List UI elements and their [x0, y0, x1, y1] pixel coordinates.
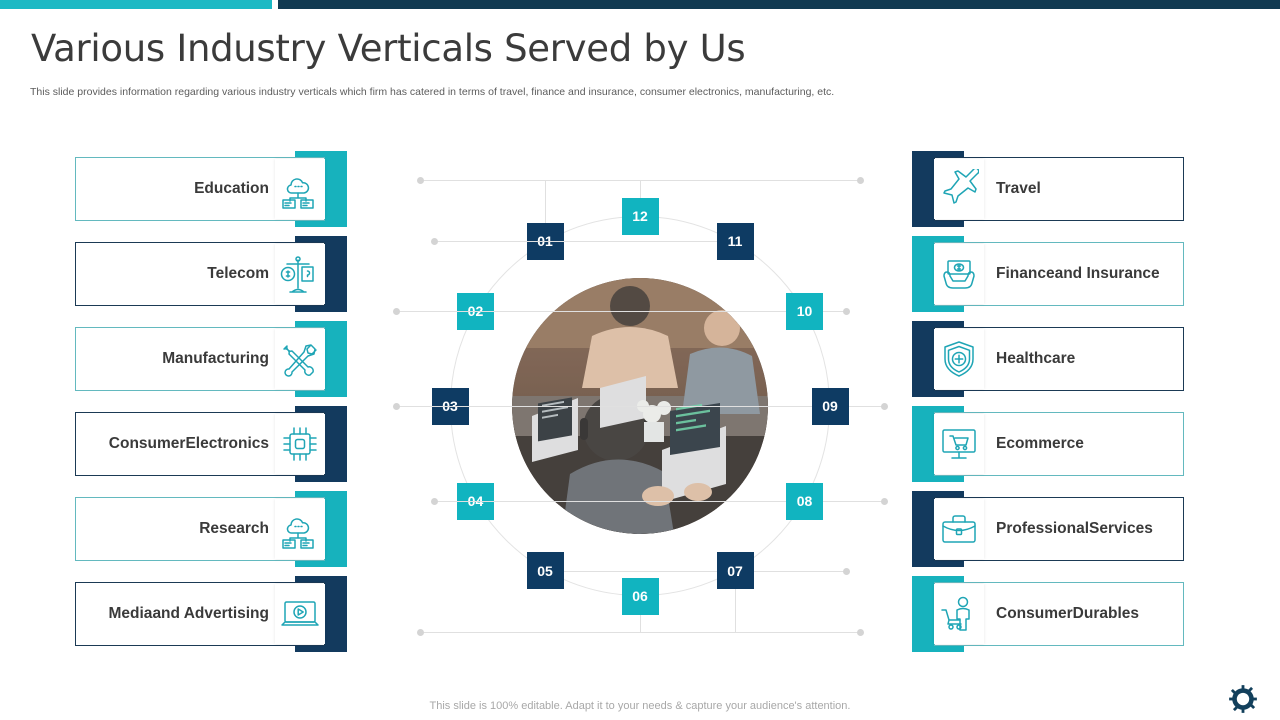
card-label: Education	[194, 180, 269, 198]
airplane-icon	[934, 159, 984, 219]
cloud-server-icon	[275, 159, 325, 219]
page-title: Various Industry Verticals Served by Us	[31, 27, 746, 70]
briefcase-icon	[934, 499, 984, 559]
shield-plus-icon	[934, 329, 984, 389]
card-label: Manufacturing	[162, 350, 269, 368]
connector-endpoint-dot	[842, 567, 850, 575]
industry-card-healthcare[interactable]: Healthcare	[912, 321, 1184, 397]
connector-endpoint-dot	[416, 177, 424, 184]
shopper-cart-icon	[934, 584, 984, 644]
wheel-badge-12[interactable]: 12	[621, 197, 659, 235]
card-label: Research	[199, 520, 269, 538]
industry-card-research[interactable]: Research	[75, 491, 347, 567]
industry-card-telecom[interactable]: Telecom	[75, 236, 347, 312]
connector-line	[545, 180, 546, 223]
gear-icon[interactable]	[1228, 684, 1258, 719]
connector-line	[434, 241, 717, 243]
connector-line	[640, 180, 641, 198]
industry-card-education[interactable]: Education	[75, 151, 347, 227]
connector-line	[396, 311, 787, 312]
connector-endpoint-dot	[880, 498, 888, 505]
card-label: Ecommerce	[996, 435, 1084, 453]
crossed-tools-icon	[275, 329, 325, 389]
connector-endpoint-dot	[880, 403, 888, 410]
monitor-cart-icon	[934, 414, 984, 474]
topbar-navy-segment	[278, 0, 1280, 9]
connector-line	[640, 632, 860, 633]
connector-line	[420, 632, 735, 633]
connector-endpoint-dot	[856, 629, 864, 636]
money-hands-icon	[934, 244, 984, 304]
connector-line	[420, 180, 640, 181]
wheel-badge-10[interactable]: 10	[786, 292, 824, 330]
microchip-icon	[275, 414, 325, 474]
connector-line	[735, 589, 736, 632]
card-label: Telecom	[207, 265, 269, 283]
connector-line	[640, 614, 641, 632]
connector-endpoint-dot	[842, 308, 850, 315]
cloud-server-icon	[275, 499, 325, 559]
wheel-badge-09[interactable]: 09	[811, 387, 849, 425]
connector-endpoint-dot	[430, 498, 438, 505]
connector-line	[563, 570, 846, 572]
connector-line	[434, 501, 787, 502]
center-photo	[512, 278, 768, 534]
connector-endpoint-dot	[856, 177, 864, 184]
connector-line	[396, 406, 812, 407]
scales-balance-icon	[275, 244, 325, 304]
wheel-badge-11[interactable]: 11	[716, 222, 754, 260]
wheel-badge-07[interactable]: 07	[716, 552, 754, 590]
connector-line	[545, 180, 860, 181]
connector-endpoint-dot	[430, 238, 438, 246]
card-label: Travel	[996, 180, 1041, 198]
wheel-badge-05[interactable]: 05	[526, 552, 564, 590]
industry-card-manufacturing[interactable]: Manufacturing	[75, 321, 347, 397]
video-laptop-icon	[275, 584, 325, 644]
industry-card-ecommerce[interactable]: Ecommerce	[912, 406, 1184, 482]
footer-note: This slide is 100% editable. Adapt it to…	[429, 700, 851, 712]
industry-card-travel[interactable]: Travel	[912, 151, 1184, 227]
team-working-on-laptops-photo	[512, 278, 768, 534]
wheel-badge-06[interactable]: 06	[621, 577, 659, 615]
topbar-teal-segment	[0, 0, 272, 9]
connector-endpoint-dot	[392, 403, 400, 410]
card-label: Healthcare	[996, 350, 1076, 368]
wheel-badge-08[interactable]: 08	[786, 482, 824, 520]
connector-endpoint-dot	[392, 308, 400, 315]
page-subtitle: This slide provides information regardin…	[30, 86, 835, 98]
connector-endpoint-dot	[416, 629, 424, 636]
